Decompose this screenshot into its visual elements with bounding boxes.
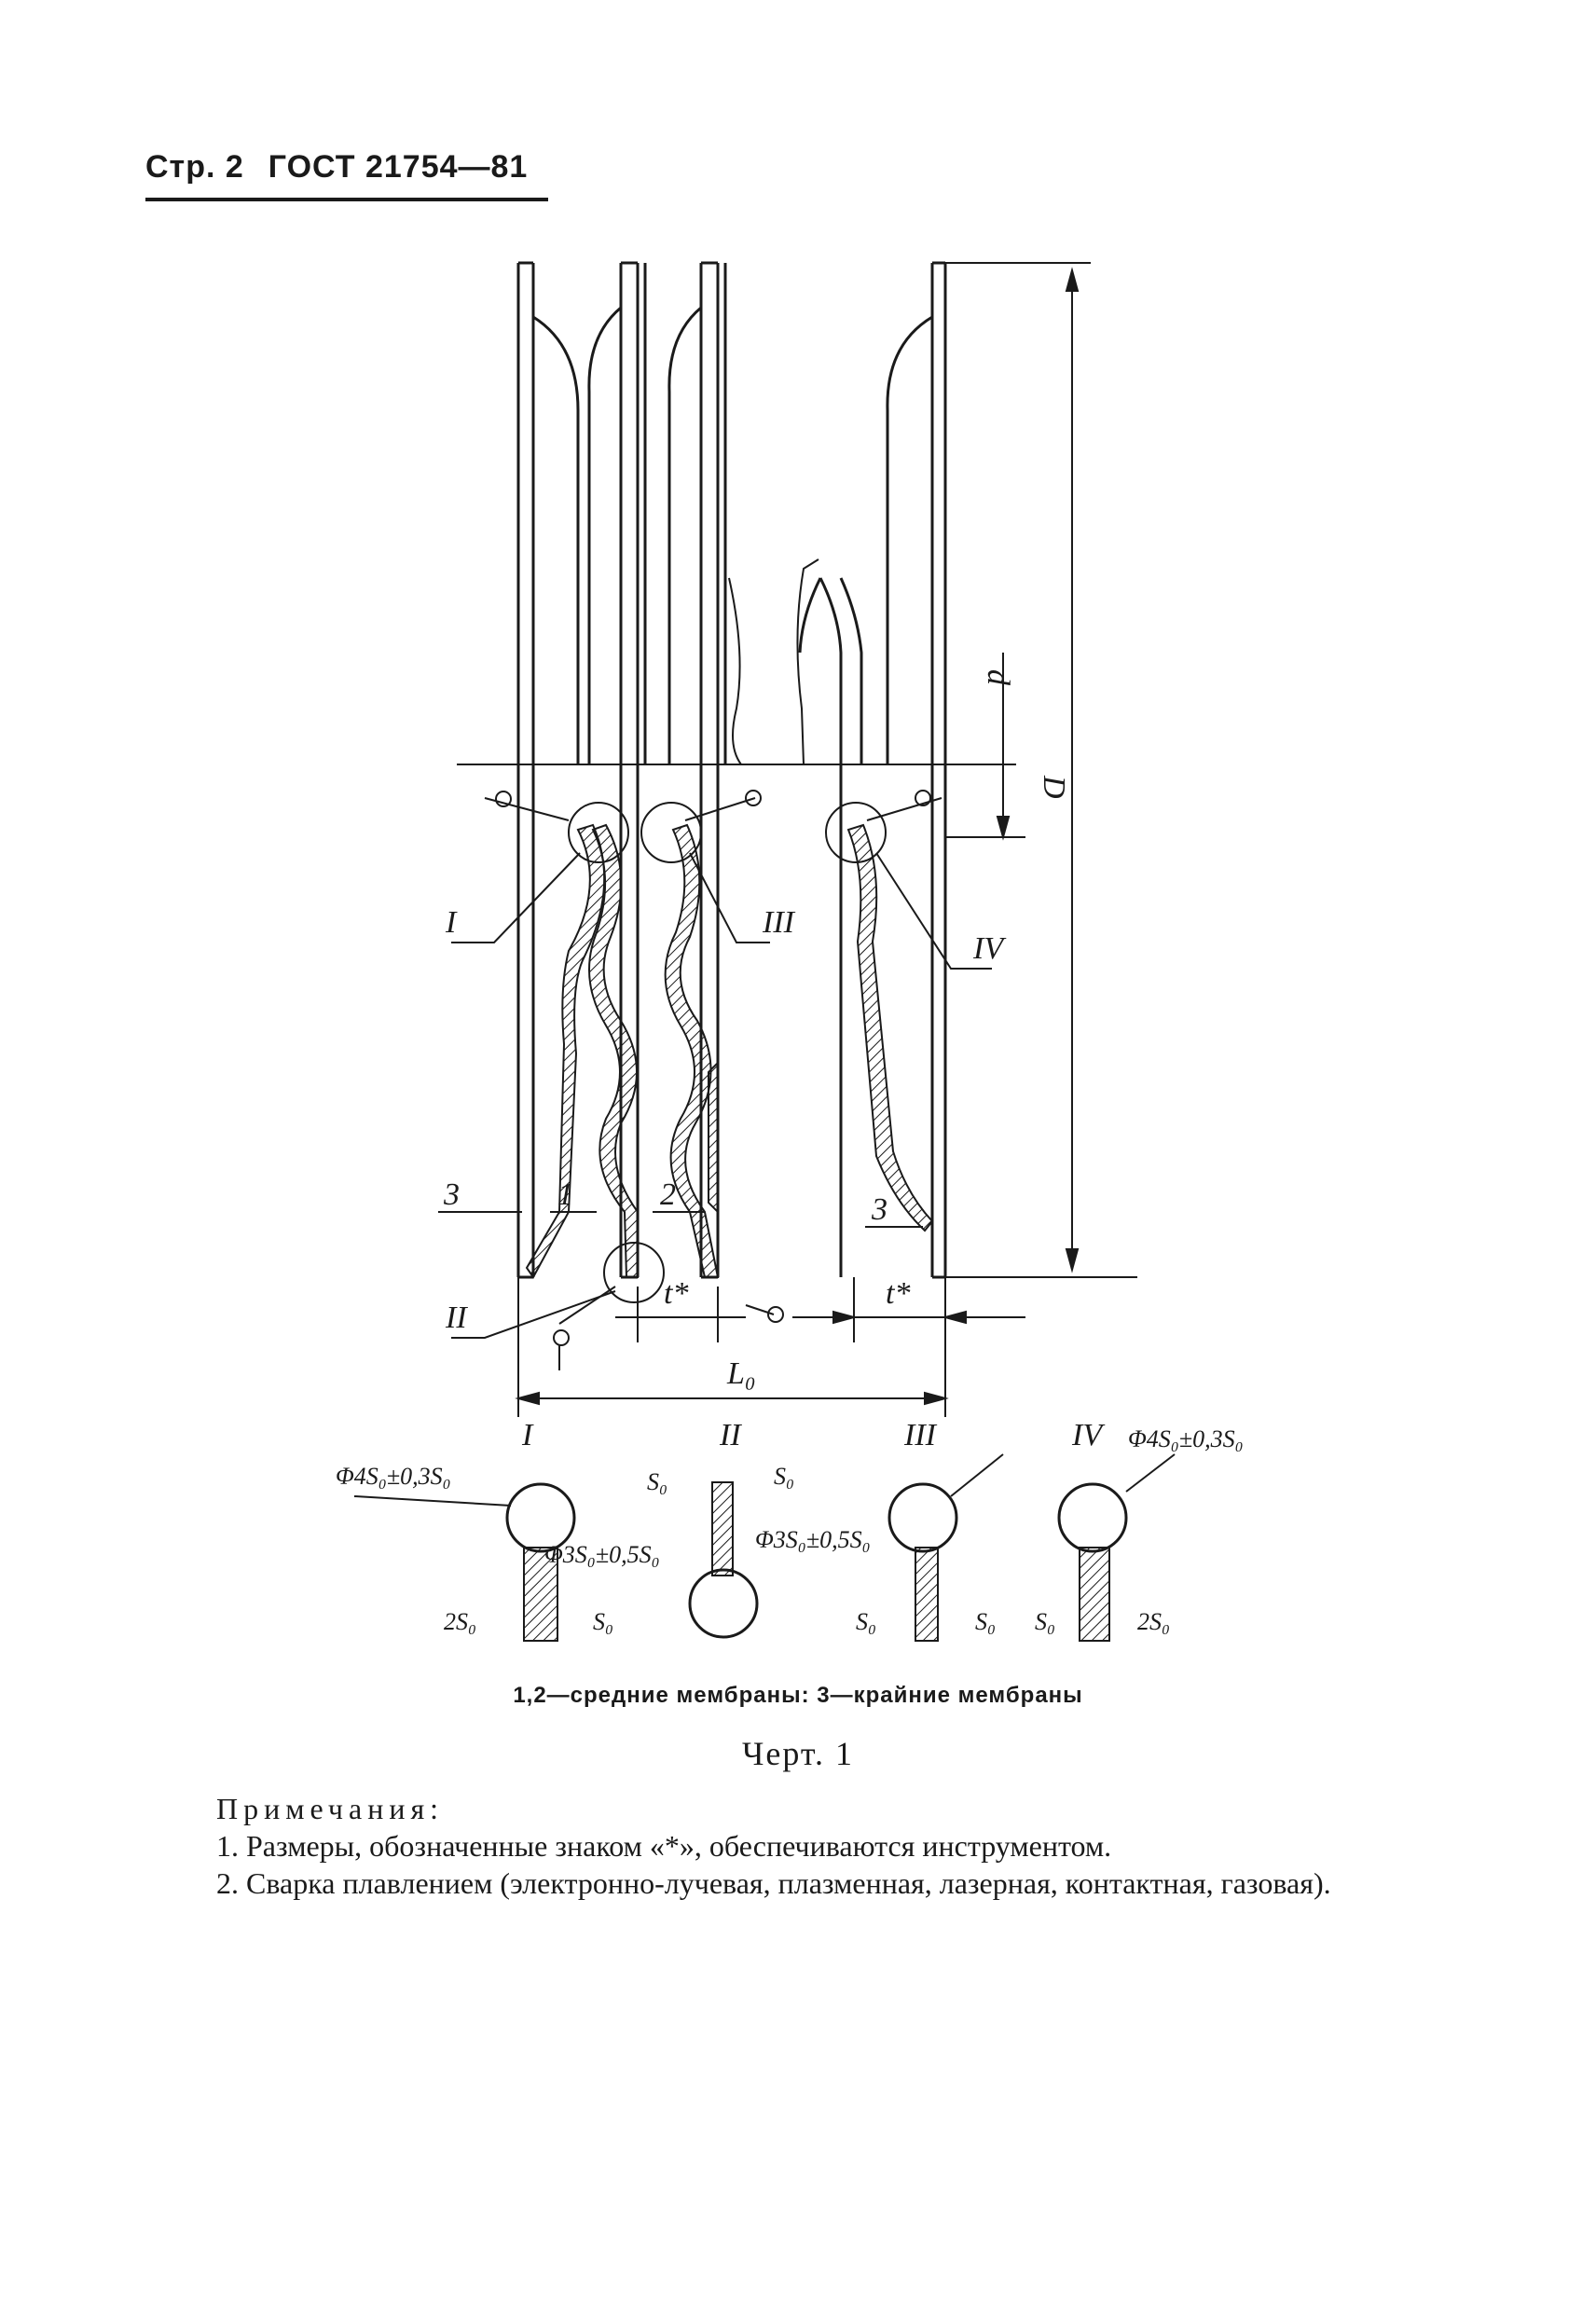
detail-views: I II III IV Φ4S₀±0,3S₀ 2S₀ S₀ S₀ S₀ Φ3S₀… <box>336 1418 1244 1642</box>
notes-title: Примечания: <box>216 1792 445 1825</box>
dimension-lines <box>515 262 1137 1417</box>
standard-number: ГОСТ 21754—81 <box>268 149 529 185</box>
label-2: 2 <box>660 1177 676 1212</box>
detail-II-top-right: S₀ <box>774 1463 794 1490</box>
notes-section: Примечания: 1. Размеры, обозначенные зна… <box>216 1790 1428 1902</box>
label-3-right: 3 <box>871 1192 887 1227</box>
detail-II-label: II <box>719 1418 742 1452</box>
detail-I-dia: Φ4S₀±0,3S₀ <box>336 1463 451 1490</box>
detail-IV-label: IV <box>1071 1418 1106 1452</box>
detail-I-left: 2S₀ <box>444 1608 476 1635</box>
detail-III-dia: Φ3S₀±0,5S₀ <box>755 1526 871 1553</box>
dim-t-star-1: t* <box>664 1276 688 1311</box>
detail-IV-left: S₀ <box>1035 1608 1055 1635</box>
detail-II-dia: Φ3S₀±0,5S₀ <box>544 1541 660 1568</box>
dim-D: D <box>1037 775 1071 799</box>
detail-III-left: S₀ <box>856 1608 876 1635</box>
callout-label-III: III <box>762 905 796 940</box>
detail-II-top-left: S₀ <box>647 1468 667 1495</box>
label-1: 1 <box>557 1177 573 1212</box>
detail-III-label: III <box>903 1418 938 1452</box>
callout-label-I: I <box>445 905 458 940</box>
hatched-membranes <box>525 823 934 1279</box>
detail-IV-right: 2S₀ <box>1137 1608 1170 1635</box>
callout-label-II: II <box>445 1300 468 1335</box>
dim-t-star-2: t* <box>886 1276 910 1311</box>
detail-I-label: I <box>521 1418 534 1452</box>
page-number: Стр. 2 <box>145 149 244 185</box>
technical-drawing: 3 1 2 3 I III IV II d D t* t* L₀ I II II… <box>336 261 1244 1642</box>
detail-III-right: S₀ <box>975 1608 996 1635</box>
callout-label-IV: IV <box>972 931 1007 966</box>
header-rule <box>145 198 548 201</box>
dim-d: d <box>981 669 1015 686</box>
detail-I-right: S₀ <box>593 1608 613 1635</box>
detail-IV-dia: Φ4S₀±0,3S₀ <box>1128 1425 1244 1452</box>
dim-L0: L₀ <box>726 1356 756 1391</box>
page-header: Стр. 2 ГОСТ 21754—81 <box>145 149 528 186</box>
figure-label: Черт. 1 <box>742 1735 854 1772</box>
upper-tube-outlines <box>516 261 947 765</box>
callout-circles <box>451 790 992 1370</box>
note-1: 1. Размеры, обозначенные знаком «*», обе… <box>216 1829 1112 1863</box>
label-3-left: 3 <box>443 1177 460 1212</box>
note-2: 2. Сварка плавлением (электронно-лучевая… <box>216 1866 1331 1900</box>
figure-caption: 1,2—средние мембраны: 3—крайние мембраны <box>513 1683 1083 1708</box>
